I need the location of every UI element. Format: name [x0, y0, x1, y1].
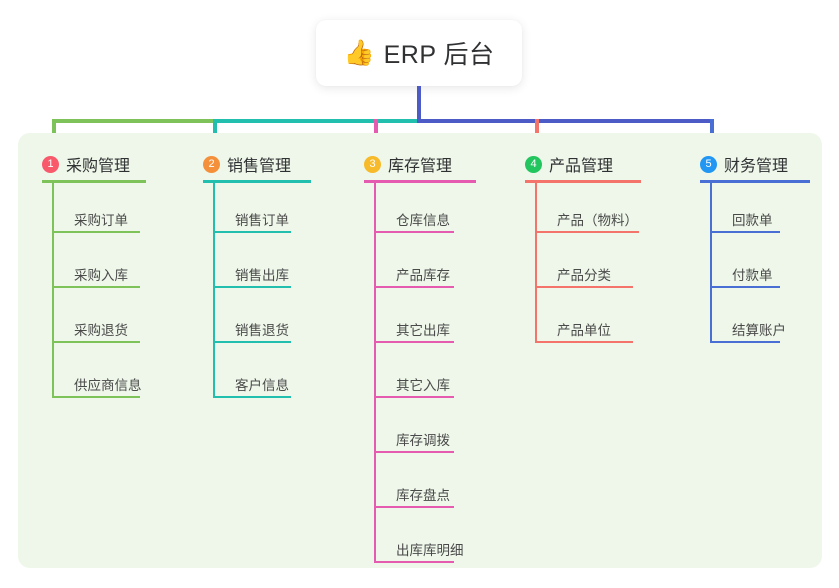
branch-header-4[interactable]: 4 产品管理 [525, 152, 613, 176]
branch-title-5: 财务管理 [724, 158, 789, 175]
branch-item-label: 产品库存 [396, 268, 450, 283]
branch-item-rule [374, 451, 454, 453]
branch-item-label: 客户信息 [235, 378, 289, 393]
branch-item-label: 付款单 [732, 268, 773, 283]
branch-header-rule-5 [700, 180, 810, 183]
branch-spine-3 [374, 183, 376, 561]
branch-badge-5: 5 [700, 155, 717, 173]
branch-item-rule [374, 561, 454, 563]
branch-item-rule [52, 341, 140, 343]
root-stem [417, 86, 421, 123]
branch-title-4: 产品管理 [549, 158, 614, 175]
branch-header-3[interactable]: 3 库存管理 [364, 152, 452, 176]
branch-item-rule [52, 286, 140, 288]
branch-item-label: 出库库明细 [396, 543, 464, 558]
connector-bar-segment-3 [417, 119, 714, 123]
branch-header-2[interactable]: 2 销售管理 [203, 152, 291, 176]
branch-item-label: 产品（物料） [557, 213, 638, 228]
branch-item-label: 销售出库 [235, 268, 289, 283]
connector-bar-segment-2 [213, 119, 421, 123]
branch-item-rule [374, 341, 454, 343]
branch-item-rule [213, 286, 291, 288]
root-node-content: 👍 ERP 后台 [343, 35, 494, 71]
branch-item-label: 仓库信息 [396, 213, 450, 228]
branch-item-rule [535, 341, 633, 343]
branch-item-label: 其它入库 [396, 378, 450, 393]
branch-title-1: 采购管理 [66, 158, 131, 175]
branch-title-2: 销售管理 [227, 158, 292, 175]
branch-item-rule [710, 231, 780, 233]
branch-item-rule [213, 231, 291, 233]
branch-item-label: 库存调拨 [396, 433, 450, 448]
branch-item-label: 产品单位 [557, 323, 611, 338]
branch-item-label: 库存盘点 [396, 488, 450, 503]
branch-item-rule [374, 396, 454, 398]
branch-header-rule-4 [525, 180, 641, 183]
branch-header-rule-2 [203, 180, 311, 183]
branch-item-rule [374, 506, 454, 508]
root-node-card[interactable]: 👍 ERP 后台 [316, 20, 522, 86]
branch-header-rule-3 [364, 180, 476, 183]
branch-spine-2 [213, 183, 215, 396]
branch-item-label: 采购入库 [74, 268, 128, 283]
branch-item-rule [52, 396, 140, 398]
branch-item-label: 产品分类 [557, 268, 611, 283]
branches-panel [18, 133, 822, 568]
branch-header-1[interactable]: 1 采购管理 [42, 152, 130, 176]
branch-item-rule [374, 286, 454, 288]
branch-item-label: 采购退货 [74, 323, 128, 338]
page-title: ERP 后台 [383, 41, 495, 69]
branch-title-3: 库存管理 [388, 158, 453, 175]
branch-header-5[interactable]: 5 财务管理 [700, 152, 788, 176]
branch-item-rule [213, 341, 291, 343]
branch-item-rule [213, 396, 291, 398]
branch-spine-1 [52, 183, 54, 396]
branch-spine-5 [710, 183, 712, 341]
branch-item-label: 供应商信息 [74, 378, 142, 393]
branch-item-label: 销售退货 [235, 323, 289, 338]
branch-item-label: 销售订单 [235, 213, 289, 228]
branch-badge-1: 1 [42, 155, 59, 173]
branch-item-label: 其它出库 [396, 323, 450, 338]
branch-item-rule [374, 231, 454, 233]
branch-item-label: 结算账户 [732, 323, 786, 338]
branch-item-rule [52, 231, 140, 233]
branch-spine-4 [535, 183, 537, 341]
branch-item-rule [710, 341, 780, 343]
branch-item-rule [535, 231, 639, 233]
branch-badge-3: 3 [364, 155, 381, 173]
branch-item-label: 回款单 [732, 213, 773, 228]
branch-badge-2: 2 [203, 155, 220, 173]
branch-item-label: 采购订单 [74, 213, 128, 228]
branch-item-rule [710, 286, 780, 288]
branch-header-rule-1 [42, 180, 146, 183]
branch-item-rule [535, 286, 633, 288]
thumbs-up-icon: 👍 [343, 38, 375, 67]
branch-badge-4: 4 [525, 155, 542, 173]
connector-bar-segment-1 [52, 119, 217, 123]
